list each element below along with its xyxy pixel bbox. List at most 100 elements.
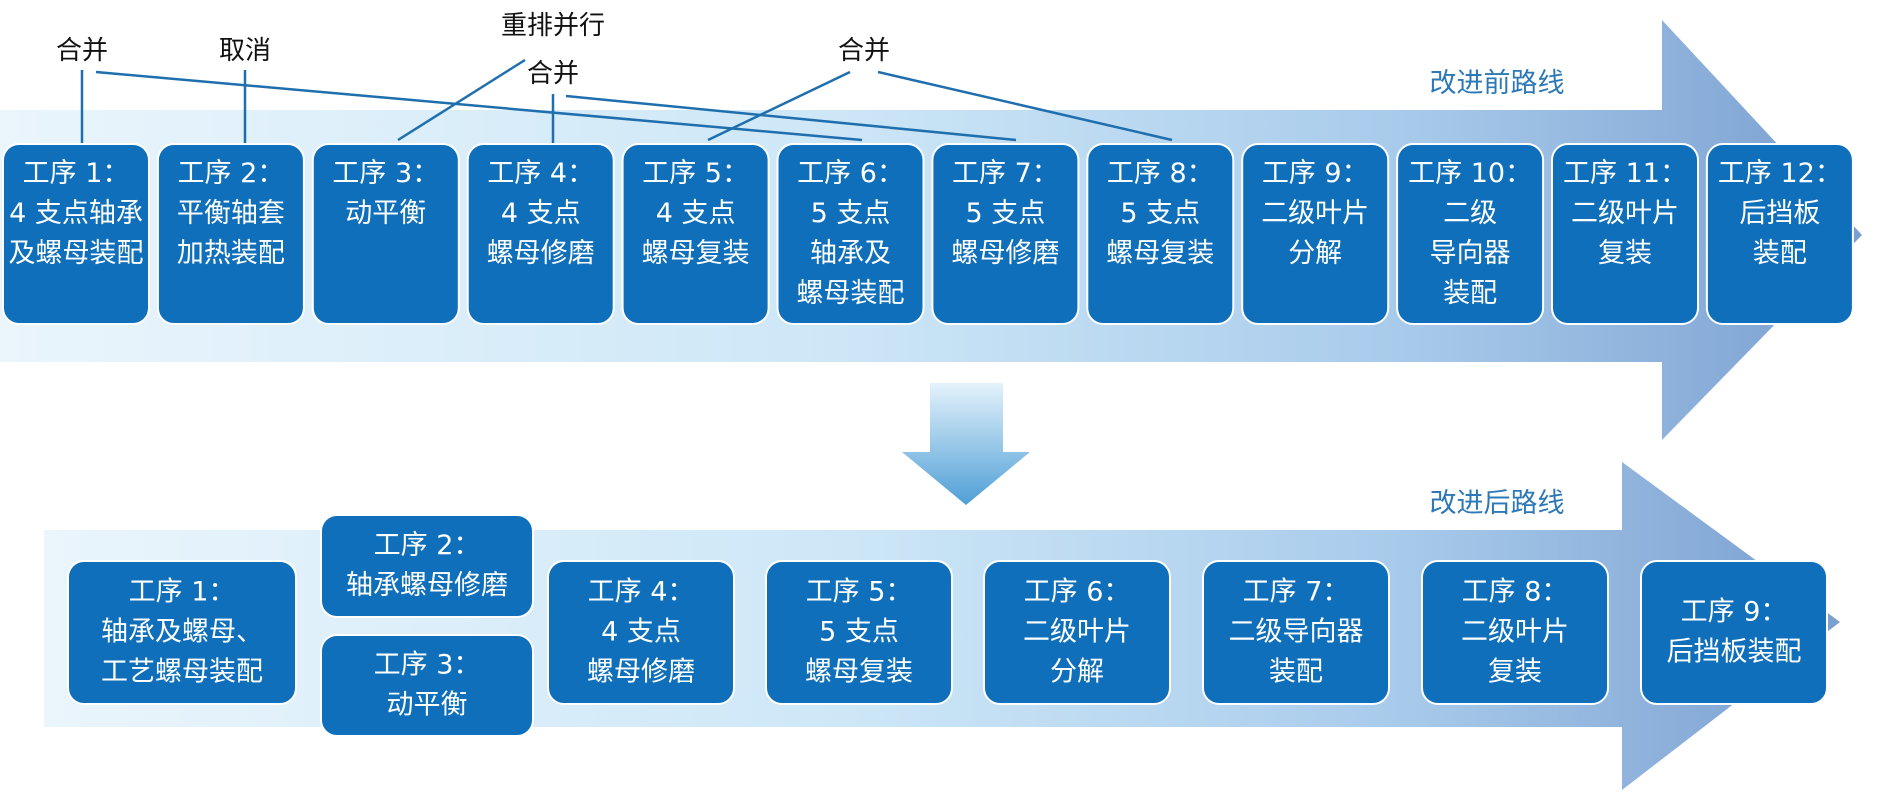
after-step-9-box <box>1640 560 1828 705</box>
before-step-12: 工序 12：后挡板装配 <box>1705 143 1854 325</box>
before-step-4-line-1: 工序 4： <box>487 158 594 189</box>
before-step-10-box <box>1396 143 1545 325</box>
after-step-7-line-2: 二级导向器 <box>1229 617 1364 648</box>
route-after-label: 改进后路线 <box>1430 488 1565 519</box>
before-step-1-box <box>2 143 150 325</box>
route-before-label: 改进前路线 <box>1430 68 1565 99</box>
after-step-6-line-3: 分解 <box>1050 657 1104 688</box>
after-step-3-line-1: 工序 3： <box>374 650 481 681</box>
after-step-5-box <box>765 560 953 705</box>
before-step-5-line-3: 螺母复装 <box>642 238 750 269</box>
before-step-6-line-2: 5 支点 <box>811 198 891 229</box>
before-step-9-line-1: 工序 9： <box>1262 158 1369 189</box>
annotation-merge-5-8: 合并 <box>838 36 890 66</box>
annotation-line-7 <box>707 70 851 142</box>
after-step-3-box <box>320 634 534 737</box>
before-step-2-line-1: 工序 2： <box>178 158 285 189</box>
before-step-7-line-2: 5 支点 <box>966 198 1046 229</box>
annotation-merge-1-6: 合并 <box>56 36 108 66</box>
route-before-arrow <box>0 20 1862 440</box>
after-step-2-line-2: 轴承螺母修磨 <box>346 570 508 601</box>
before-step-3-box <box>311 143 460 325</box>
annotation-line-8 <box>877 70 1173 142</box>
before-step-4-box <box>466 143 615 325</box>
after-step-2-line-1: 工序 2： <box>374 530 481 561</box>
after-step-7-line-3: 装配 <box>1269 657 1323 688</box>
before-step-8-line-3: 螺母复装 <box>1106 238 1214 269</box>
annotation-line-6 <box>565 94 1017 142</box>
before-step-9-line-3: 分解 <box>1288 238 1342 269</box>
after-step-6-box <box>983 560 1171 705</box>
after-step-5-line-2: 5 支点 <box>819 617 899 648</box>
before-step-6-line-4: 螺母装配 <box>797 278 905 309</box>
before-step-12-line-1: 工序 12： <box>1718 158 1842 189</box>
before-step-10-line-1: 工序 10： <box>1408 158 1532 189</box>
before-step-7-line-3: 螺母修磨 <box>951 238 1059 269</box>
before-step-6-line-1: 工序 6： <box>797 158 904 189</box>
before-step-11-box <box>1551 143 1699 325</box>
annotation-lines <box>80 58 1173 144</box>
after-step-8-line-3: 复装 <box>1488 657 1542 688</box>
after-step-1-box <box>67 560 297 705</box>
after-step-4-box <box>547 560 735 705</box>
before-step-7-line-1: 工序 7： <box>952 158 1059 189</box>
before-step-2-line-3: 加热装配 <box>177 238 285 269</box>
after-step-9-line-2: 后挡板装配 <box>1667 637 1802 668</box>
after-step-8-line-1: 工序 8： <box>1462 577 1569 608</box>
after-step-4-line-1: 工序 4： <box>588 577 695 608</box>
after-step-1: 工序 1： 轴承及螺母、工艺螺母装配 <box>67 560 297 705</box>
before-step-9-box <box>1241 143 1390 325</box>
after-step-5-line-3: 螺母复装 <box>805 657 913 688</box>
after-step-1-line-1: 工序 1： <box>129 577 236 608</box>
after-step-2-box <box>320 514 534 618</box>
before-step-2-line-2: 平衡轴套 <box>177 198 285 229</box>
after-step-3-line-2: 动平衡 <box>387 690 468 721</box>
before-step-7-box <box>931 143 1080 325</box>
before-step-12-line-3: 装配 <box>1753 238 1807 269</box>
after-step-3: 工序 3： 动平衡 <box>320 634 534 737</box>
before-step-10-line-2: 二级 <box>1443 198 1497 229</box>
after-step-1-line-2: 轴承及螺母、 <box>101 617 263 648</box>
before-step-5-line-1: 工序 5： <box>642 158 749 189</box>
after-step-7-line-1: 工序 7： <box>1243 577 1350 608</box>
after-step-1-line-3: 工艺螺母装配 <box>101 657 263 688</box>
before-step-3: 工序 3：动平衡 <box>311 143 460 325</box>
before-step-11-line-2: 二级叶片 <box>1571 198 1679 229</box>
before-step-8-box <box>1086 143 1235 325</box>
annotation-line-4 <box>397 58 526 142</box>
before-step-1-line-3: 及螺母装配 <box>9 238 144 269</box>
before-step-5-box <box>621 143 770 325</box>
after-step-4-line-3: 螺母修磨 <box>587 657 695 688</box>
before-step-10-line-3: 导向器 <box>1430 238 1511 269</box>
before-step-1-line-2: 4 支点轴承 <box>9 198 143 229</box>
before-step-8-line-2: 5 支点 <box>1120 198 1200 229</box>
after-step-7-box <box>1202 560 1390 705</box>
after-step-9-line-1: 工序 9： <box>1681 597 1788 628</box>
transition-down-arrow <box>902 383 1030 505</box>
annotation-merge-4-7: 合并 <box>527 59 579 89</box>
before-step-10-line-4: 装配 <box>1443 278 1497 309</box>
before-step-6-box <box>776 143 925 325</box>
before-step-5-line-2: 4 支点 <box>656 198 736 229</box>
before-step-12-box <box>1705 143 1854 325</box>
before-step-6-line-3: 轴承及 <box>810 238 891 269</box>
before-step-2-box <box>156 143 305 325</box>
before-step-4-line-2: 4 支点 <box>501 198 581 229</box>
before-step-1-line-1: 工序 1： <box>23 158 130 189</box>
